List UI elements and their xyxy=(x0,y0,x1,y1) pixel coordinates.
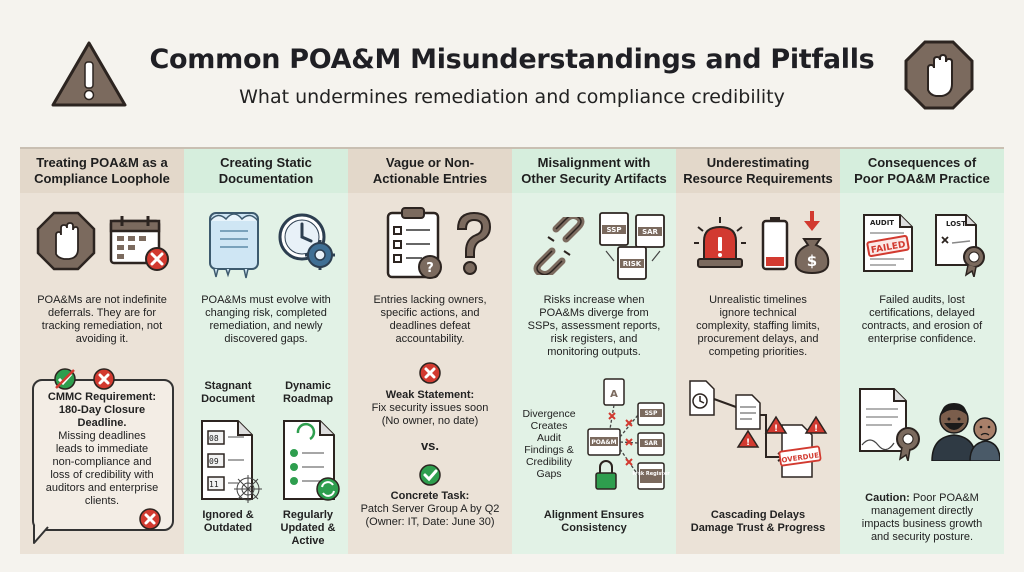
dynamic-caption: Regularly Updated & Active xyxy=(280,509,336,547)
column-body: POA&Ms are not indefinite deferrals. The… xyxy=(37,294,167,345)
sar-doc-label: SAR xyxy=(642,228,658,236)
page-title: Common POA&M Misunderstandings and Pitfa… xyxy=(149,44,875,75)
warning-triangle-icon xyxy=(51,41,127,107)
ssp-node-label: SSP xyxy=(645,410,658,417)
lost-certificate-icon: LOST xyxy=(935,214,985,277)
caution-body: Poor POA&M management directly impacts b… xyxy=(861,492,983,543)
column-caption: Cascading Delays Damage Trust & Progress xyxy=(690,509,826,534)
svg-text:A: A xyxy=(610,389,618,400)
concrete-task-body: Patch Server Group A by Q2 (Owner: IT, D… xyxy=(360,503,500,528)
doc-line-label: 08 xyxy=(209,434,219,443)
svg-text:!: ! xyxy=(814,424,818,434)
stop-hand-icon xyxy=(36,211,96,271)
svg-text:!: ! xyxy=(774,424,778,434)
check-circle-icon xyxy=(419,464,441,486)
header: Common POA&M Misunderstandings and Pitfa… xyxy=(0,0,1024,140)
column-misalignment: Misalignment with Other Security Artifac… xyxy=(512,147,676,554)
dynamic-document-icon xyxy=(283,420,340,501)
dynamic-label: Dynamic Roadmap xyxy=(282,380,334,405)
failed-audit-icon: AUDIT FAILED xyxy=(863,214,913,272)
weak-statement-title: Weak Statement: xyxy=(385,389,475,401)
audit-label: AUDIT xyxy=(870,219,894,227)
error-x-icon xyxy=(139,508,161,530)
divergence-label: Divergence Creates Audit Findings & Cred… xyxy=(522,408,576,480)
error-x-icon xyxy=(93,368,115,390)
pitfall-columns: Treating POA&M as a Compliance Loophole … xyxy=(20,147,1004,554)
low-battery-icon xyxy=(761,217,789,271)
column-vague-entries: Vague or Non- Actionable Entries ? Entri… xyxy=(348,147,512,554)
weak-statement-body: Fix security issues soon (No owner, no d… xyxy=(371,402,489,427)
column-body: Unrealistic timelines ignore technical c… xyxy=(696,294,820,358)
column-body: Failed audits, lost certifications, dela… xyxy=(861,294,983,345)
column-heading: Consequences of Poor POA&M Practice xyxy=(840,149,1004,193)
doc-line-label: 09 xyxy=(209,457,219,466)
alarm-light-icon xyxy=(694,217,746,268)
svg-text:!: ! xyxy=(746,438,750,448)
column-static-documentation: Creating Static Documentation POA&Ms mus… xyxy=(184,147,348,554)
column-heading: Misalignment with Other Security Artifac… xyxy=(512,149,676,193)
doc-line-label: 11 xyxy=(209,480,219,489)
risk-register-node-label: Risk Register xyxy=(632,471,670,477)
column-heading: Creating Static Documentation xyxy=(184,149,348,193)
column-resource-requirements: Underestimating Resource Requirements $ … xyxy=(676,147,840,554)
callout-title: CMMC Requirement: 180-Day Closure Deadli… xyxy=(47,391,157,429)
stagnant-label: Stagnant Document xyxy=(201,380,255,405)
money-symbol: $ xyxy=(807,252,817,270)
error-x-icon xyxy=(419,362,441,384)
column-heading: Treating POA&M as a Compliance Loophole xyxy=(20,149,184,193)
column-body: POA&Ms must evolve with changing risk, c… xyxy=(201,294,331,345)
sar-node-label: SAR xyxy=(644,440,658,447)
column-body: Entries lacking owners, specific actions… xyxy=(373,294,487,345)
artifact-documents-icon: SSP SAR RISK xyxy=(599,212,665,280)
column-caption: Alignment Ensures Consistency xyxy=(543,509,645,534)
column-heading: Vague or Non- Actionable Entries xyxy=(348,149,512,193)
caution-text: Caution: Poor POA&M management directly … xyxy=(844,479,1000,544)
column-body: Risks increase when POA&Ms diverge from … xyxy=(527,294,661,358)
document-with-seal-icon xyxy=(859,388,920,461)
caution-title: Caution: xyxy=(865,492,910,504)
clipboard-checklist-icon: ? xyxy=(386,207,442,279)
poam-node-label: POA&M xyxy=(591,439,616,446)
speech-tail xyxy=(33,525,49,544)
column-compliance-loophole: Treating POA&M as a Compliance Loophole … xyxy=(20,147,184,554)
risk-doc-label: RISK xyxy=(623,260,642,268)
lost-label: LOST xyxy=(946,220,966,228)
concrete-task-title: Concrete Task: xyxy=(390,490,470,502)
column-consequences: Consequences of Poor POA&M Practice AUDI… xyxy=(840,147,1004,554)
concerned-people-icon xyxy=(931,403,1000,461)
stagnant-document-icon: 08 09 11 xyxy=(201,420,262,503)
svg-text:?: ? xyxy=(426,261,434,276)
frozen-document-icon xyxy=(209,212,259,279)
divergence-diagram: POA&M SSP SAR Risk Register A xyxy=(587,378,670,490)
question-mark-icon xyxy=(456,211,492,275)
crossed-check-icon xyxy=(54,368,76,390)
callout-body: Missing deadlines leads to immediate non… xyxy=(45,430,159,507)
page-subtitle: What undermines remediation and complian… xyxy=(239,86,785,108)
column-heading: Underestimating Resource Requirements xyxy=(676,149,840,193)
versus-label: vs. xyxy=(420,438,440,453)
money-bag-down-icon: $ xyxy=(794,211,830,275)
ssp-doc-label: SSP xyxy=(607,226,622,234)
broken-chain-icon xyxy=(533,217,585,275)
cascading-delays-diagram: !!! OVERDUE xyxy=(689,380,828,478)
calendar-icon xyxy=(109,216,169,271)
clock-gear-icon xyxy=(278,213,335,270)
stagnant-caption: Ignored & Outdated xyxy=(202,509,254,534)
stop-hand-icon xyxy=(904,40,974,110)
